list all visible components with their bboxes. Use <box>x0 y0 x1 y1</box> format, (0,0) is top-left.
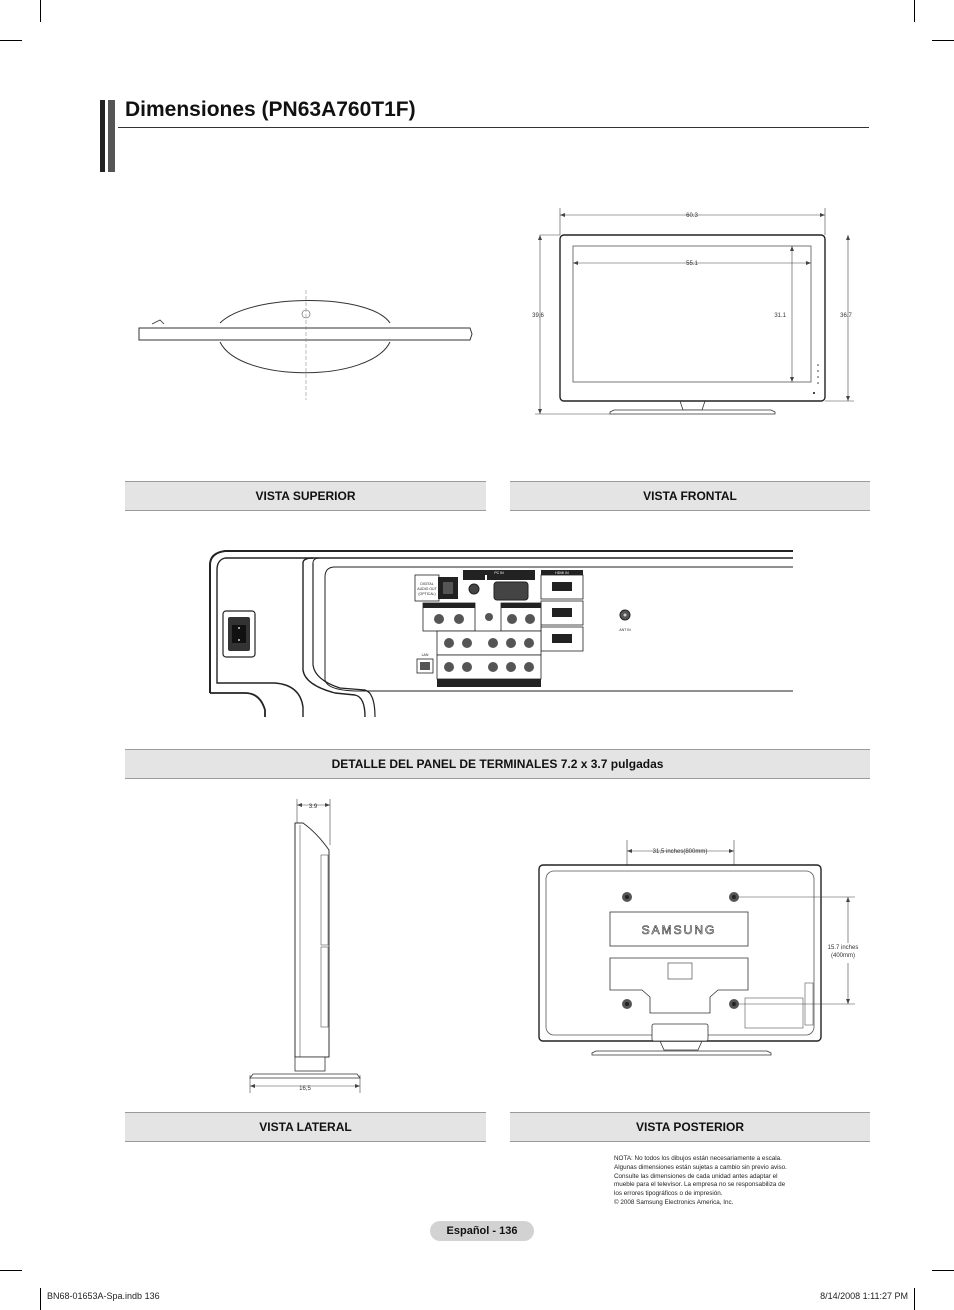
page-title: Dimensiones (PN63A760T1F) <box>125 98 416 121</box>
footer-timestamp: 8/14/2008 1:11:27 PM <box>820 1291 908 1301</box>
front-view-figure: 60.3 55.1 31.1 39,6 36.7 <box>530 205 860 420</box>
top-view-figure <box>130 290 480 400</box>
note-line: NOTA: No todos los dibujos están necesar… <box>614 1155 782 1162</box>
crop-mark <box>0 40 22 41</box>
svg-text:HDMI IN: HDMI IN <box>555 571 569 575</box>
note-line: Algunas dimensiones están sujetas a camb… <box>614 1163 787 1171</box>
title-accent-bar <box>108 100 115 172</box>
dim-depth: 3.9 <box>309 804 318 810</box>
crop-mark <box>40 1288 41 1310</box>
dim-overall-height: 36.7 <box>840 313 852 319</box>
crop-mark <box>40 0 41 22</box>
caption-terminal-panel: DETALLE DEL PANEL DE TERMINALES 7.2 x 3.… <box>125 749 870 779</box>
note-line: mueble para el televisor. La empresa no … <box>614 1181 786 1189</box>
dim-screen-height: 31.1 <box>774 313 786 319</box>
terminal-panel-figure: DIGITAL AUDIO OUT (OPTICAL) PC IN HDMI I… <box>205 545 795 720</box>
samsung-logo: SAMSUNG <box>642 923 717 937</box>
side-view-figure: 3.9 16,5 <box>245 795 365 1095</box>
title-divider <box>118 127 869 128</box>
title-accent-bar <box>100 100 105 172</box>
rear-view-figure: 31,5 inches(800mm) SAMSUNG 15.7 inches (… <box>530 835 865 1060</box>
dim-vertical-spacing-mm: (400mm) <box>831 953 855 959</box>
crop-mark <box>932 1270 954 1271</box>
svg-text:LAN: LAN <box>422 653 429 657</box>
crop-mark <box>932 40 954 41</box>
svg-text:ANT IN: ANT IN <box>619 628 631 632</box>
svg-text:AUDIO OUT: AUDIO OUT <box>417 587 437 591</box>
crop-mark <box>914 0 915 22</box>
dim-horizontal-spacing: 31,5 inches(800mm) <box>653 849 708 855</box>
svg-text:DIGITAL: DIGITAL <box>420 582 433 586</box>
dim-vertical-spacing: 15.7 inches <box>828 945 859 951</box>
dim-screen-width: 55.1 <box>686 261 698 267</box>
caption-side-view: VISTA LATERAL <box>125 1112 486 1142</box>
note-line: los errores tipográficos o de impresión. <box>614 1190 723 1198</box>
note-line: © 2008 Samsung Electronics America, Inc. <box>614 1198 734 1206</box>
dim-height-with-stand: 39,6 <box>532 313 544 319</box>
crop-mark <box>0 1270 22 1271</box>
caption-front-view: VISTA FRONTAL <box>510 481 870 511</box>
crop-mark <box>914 1288 915 1310</box>
svg-text:(OPTICAL): (OPTICAL) <box>418 592 435 596</box>
caption-top-view: VISTA SUPERIOR <box>125 481 486 511</box>
note-line: Consulte las dimensiones de cada unidad … <box>614 1172 778 1180</box>
caption-rear-view: VISTA POSTERIOR <box>510 1112 870 1142</box>
page-number: Español - 136 <box>430 1221 534 1241</box>
svg-text:PC IN: PC IN <box>494 571 504 575</box>
disclaimer-note: NOTA: No todos los dibujos están necesar… <box>614 1155 814 1208</box>
dim-overall-width: 60.3 <box>686 213 698 219</box>
footer-file: BN68-01653A-Spa.indb 136 <box>47 1291 160 1301</box>
dim-stand-depth: 16,5 <box>299 1086 311 1092</box>
